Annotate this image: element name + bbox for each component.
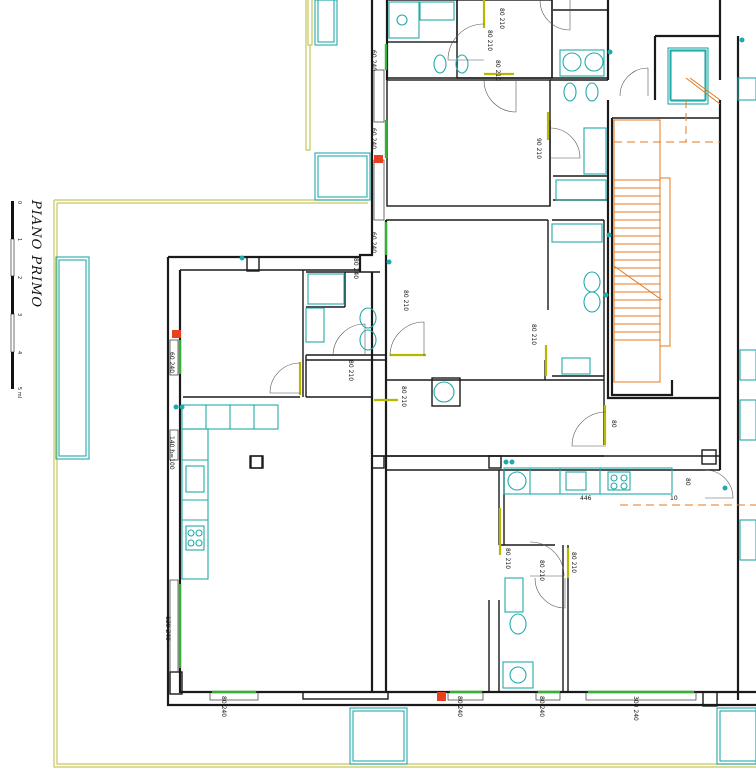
bathroom-fixtures — [305, 1, 707, 689]
dim-d21: 80 210 — [570, 552, 577, 573]
dim-d18: 80 — [684, 478, 691, 486]
scale-bar: 0 1 2 3 4 5 ml — [10, 201, 22, 398]
scale-tick-1: 1 — [16, 238, 22, 241]
red-markers — [172, 155, 446, 701]
dimension-labels: 80 210 80 210 60 240 80 210 60 240 60 24… — [164, 8, 691, 721]
dim-d7: 90 210 — [535, 138, 542, 159]
dim-d15: 80 — [610, 420, 617, 428]
scale-tick-4: 4 — [16, 351, 22, 354]
dim-d5: 60 240 — [370, 128, 377, 149]
dim-d13: 60 240 — [168, 352, 175, 373]
dim-d11: 80 210 — [347, 360, 354, 381]
windows — [178, 44, 694, 694]
dim-d16: 446 — [580, 495, 592, 502]
dim-d3: 60 240 — [370, 50, 377, 71]
dim-d9: 80 210 — [402, 290, 409, 311]
dim-d20: 80 210 — [538, 560, 545, 581]
dim-d1: 80 210 — [498, 8, 505, 29]
dim-d19: 80 210 — [504, 548, 511, 569]
planters — [55, 0, 756, 765]
dim-d26: 300 240 — [632, 696, 639, 721]
doors — [298, 0, 607, 578]
dim-d25: 80 240 — [538, 696, 545, 717]
columns — [249, 449, 717, 469]
inner-walls — [169, 0, 720, 707]
dim-d2: 80 210 — [486, 30, 493, 51]
terrace-outline — [53, 0, 756, 768]
scale-tick-0: 0 — [16, 201, 22, 204]
kitchen-units — [181, 77, 756, 580]
dim-d8: 80 240 — [352, 258, 359, 279]
dim-d6: 60 240 — [370, 232, 377, 253]
dim-d10: 80 210 — [530, 324, 537, 345]
dim-d17: 10 — [670, 495, 678, 502]
dim-d22: 120 240 — [164, 616, 171, 641]
dim-d14: 140 h=100 — [168, 436, 175, 470]
scale-tick-2: 2 — [16, 276, 22, 279]
dim-d4: 80 210 — [494, 60, 501, 81]
wall-openings — [169, 69, 697, 701]
service-points — [173, 37, 745, 491]
door-swings — [269, 0, 734, 609]
dim-d23: 80 240 — [220, 696, 227, 717]
scale-tick-3: 3 — [16, 313, 22, 316]
scale-tick-5: 5 ml — [16, 387, 22, 398]
staircase — [613, 77, 756, 506]
plan-title: PIANO PRIMO — [28, 199, 43, 308]
dim-d24: 80 240 — [456, 696, 463, 717]
dim-d12: 80 210 — [400, 386, 407, 407]
outer-walls — [166, 0, 756, 707]
